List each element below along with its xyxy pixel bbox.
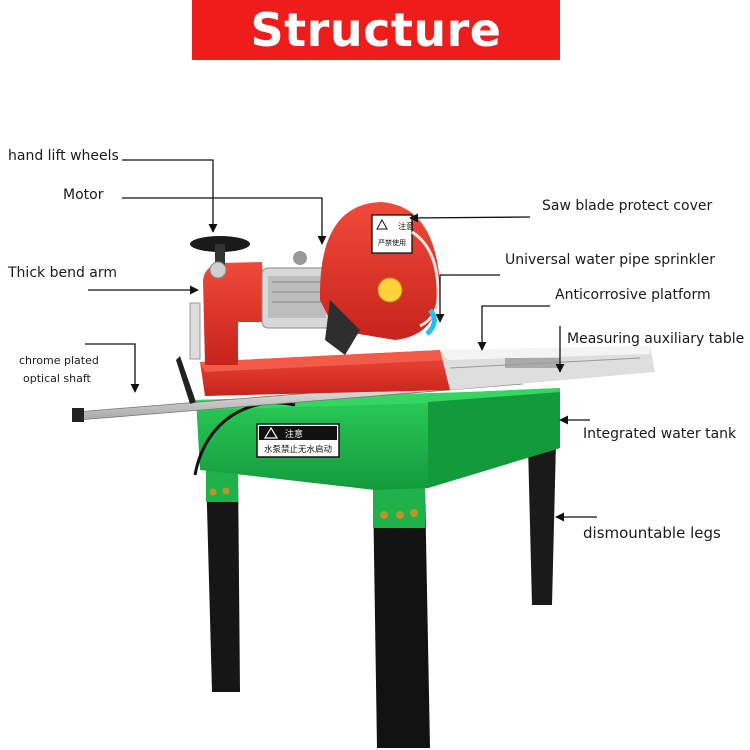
sprinkler-nozzle	[425, 308, 437, 336]
label-universal-water-pipe-sprinkler: Universal water pipe sprinkler	[505, 252, 716, 268]
leg-bracket-front	[373, 488, 425, 528]
label-saw-blade-protect-cover: Saw blade protect cover	[542, 198, 713, 214]
legs	[206, 442, 556, 748]
leg-back-left	[206, 468, 240, 692]
title-banner: Structure	[192, 0, 560, 60]
label-motor: Motor	[63, 187, 104, 203]
label-dismountable-legs: dismountable legs	[583, 524, 721, 542]
warning-triangle-icon	[263, 426, 279, 439]
leg-back-right	[528, 442, 556, 605]
label-integrated-water-tank: Integrated water tank	[583, 426, 737, 442]
label-thick-bend-arm: Thick bend arm	[8, 265, 118, 281]
label-hand-lift-wheels: hand lift wheels	[8, 148, 119, 164]
water-tank	[196, 388, 560, 490]
water-pipe	[411, 230, 440, 328]
platform	[200, 346, 655, 396]
label-measuring-auxiliary-table: Measuring auxiliary table	[567, 331, 745, 347]
motor	[261, 251, 333, 329]
cover-warning-title: 注意	[398, 221, 414, 231]
cover-warning-text: 严禁使用	[378, 238, 406, 247]
saw-blade-cover: 注意 严禁使用	[319, 202, 440, 355]
label-chrome-plated: chrome plated	[19, 354, 99, 367]
leg-front	[373, 486, 430, 748]
label-anticorrosive-platform: Anticorrosive platform	[555, 287, 711, 303]
warning-sign-text: 水泵禁止无水启动	[264, 444, 333, 455]
bend-arm	[189, 262, 265, 365]
warning-sign-title: 注意	[285, 428, 303, 440]
water-warning-sign: 注意 水泵禁止无水启动	[256, 423, 340, 458]
hand-lift-wheel	[190, 236, 250, 279]
callout-lines	[85, 159, 597, 522]
label-optical-shaft: optical shaft	[23, 372, 91, 385]
page-title: Structure	[250, 3, 502, 57]
